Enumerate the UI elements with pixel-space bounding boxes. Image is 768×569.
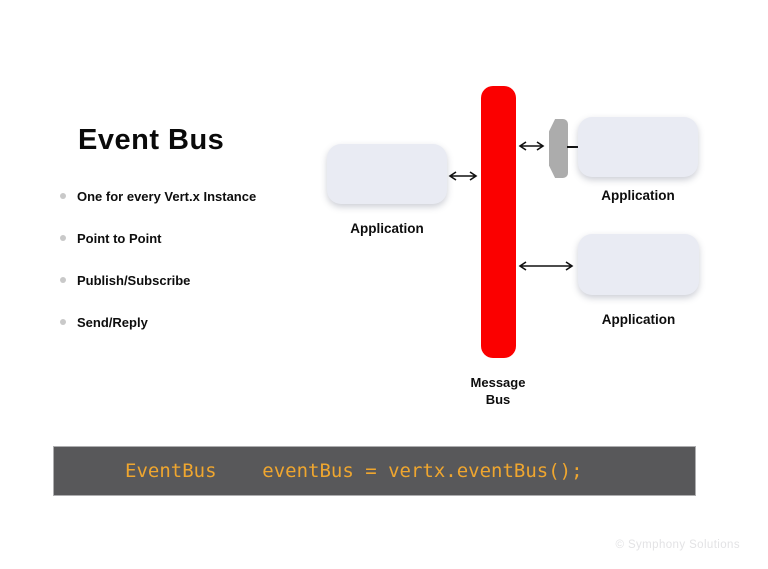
bullet-label: Send/Reply — [77, 314, 148, 330]
code-block: EventBus eventBus = vertx.eventBus(); — [53, 446, 696, 496]
connector-line — [567, 146, 579, 148]
message-bus-bar — [481, 86, 516, 358]
application-label-top-right: Application — [601, 188, 675, 203]
bullet-label: Publish/Subscribe — [77, 272, 191, 288]
bullet-dot-icon — [60, 277, 66, 283]
bidirectional-arrow-icon — [518, 141, 545, 151]
application-box-left — [327, 144, 447, 204]
bullet-label: One for every Vert.x Instance — [77, 188, 257, 204]
application-label-bottom-right: Application — [601, 312, 676, 327]
page-title: Event Bus — [78, 124, 225, 156]
bidirectional-arrow-icon — [448, 171, 478, 181]
application-box-bottom-right — [578, 234, 699, 295]
message-bus-label: Message Bus — [448, 374, 548, 408]
application-box-top-right — [578, 117, 698, 177]
bullet-dot-icon — [60, 193, 66, 199]
bus-connector-shape — [549, 119, 568, 178]
footer-credit: © Symphony Solutions — [615, 539, 740, 551]
bullet-label: Point to Point — [77, 230, 162, 246]
list-item: Publish/Subscribe — [60, 272, 256, 288]
list-item: One for every Vert.x Instance — [60, 188, 256, 204]
bullet-dot-icon — [60, 319, 66, 325]
message-bus-label-line1: Message — [470, 375, 526, 390]
list-item: Point to Point — [60, 230, 256, 246]
application-label-left: Application — [350, 221, 424, 236]
bullet-dot-icon — [60, 235, 66, 241]
bidirectional-arrow-icon — [518, 261, 574, 271]
code-text: EventBus eventBus = vertx.eventBus(); — [125, 460, 583, 482]
list-item: Send/Reply — [60, 314, 256, 330]
message-bus-label-line2: Bus — [485, 392, 511, 407]
bullet-list: One for every Vert.x Instance Point to P… — [60, 188, 256, 356]
